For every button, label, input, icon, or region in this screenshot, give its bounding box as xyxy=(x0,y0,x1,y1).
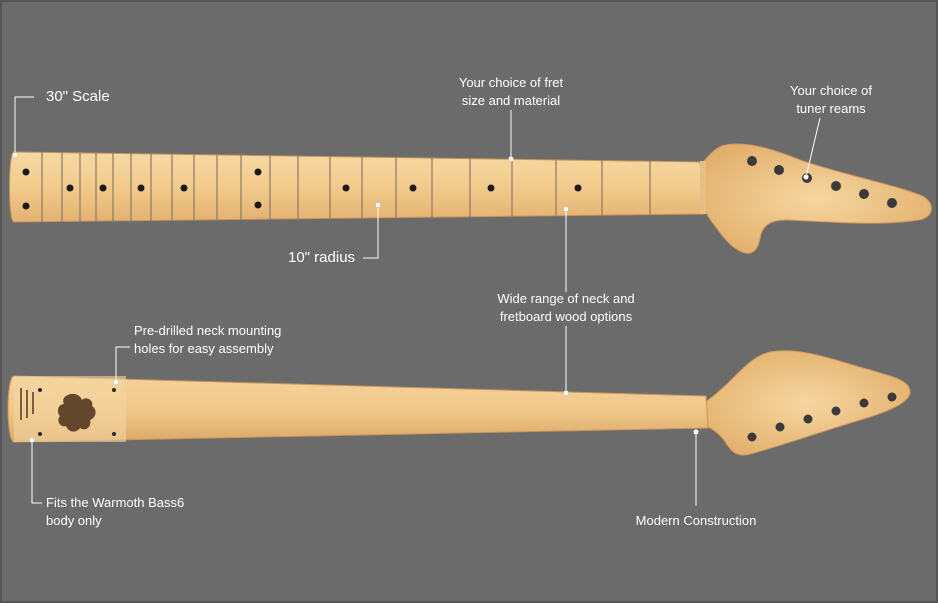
callout-wood: Wide range of neck and fretboard wood op… xyxy=(490,290,642,326)
scale-label: 30" Scale xyxy=(46,88,110,105)
fits-label-line-2: body only xyxy=(46,513,102,528)
nut xyxy=(700,161,706,214)
bottom-tuner-holes xyxy=(747,392,897,442)
mounting-holes xyxy=(38,388,116,436)
callout-scale: 30" Scale xyxy=(46,88,110,106)
callout-radius: 10" radius xyxy=(288,249,355,267)
top-fretboard xyxy=(9,151,705,223)
fret-label-line-1: Your choice of fret xyxy=(458,75,564,90)
radius-label: 10" radius xyxy=(288,249,356,266)
holes-label-line-1: Pre-drilled neck mounting xyxy=(134,323,282,338)
construction-label: Modern Construction xyxy=(635,513,757,528)
top-headstock xyxy=(699,143,932,254)
warmoth-logo-stamp xyxy=(57,393,96,432)
bottom-headstock xyxy=(699,350,911,456)
callout-holes: Pre-drilled neck mounting holes for easy… xyxy=(134,322,281,358)
frets xyxy=(41,152,651,222)
wood-label-line-2: fretboard wood options xyxy=(499,309,633,324)
inlay-dots xyxy=(22,168,582,210)
tuner-label-line-1: Your choice of xyxy=(790,83,872,98)
callout-fits: Fits the Warmoth Bass6 body only xyxy=(46,494,184,530)
callout-dots xyxy=(12,152,809,443)
callout-tuner: Your choice of tuner reams xyxy=(776,82,886,118)
callout-fret: Your choice of fret size and material xyxy=(445,74,577,110)
holes-label-line-2: holes for easy assembly xyxy=(134,341,274,356)
wood-label-line-1: Wide range of neck and xyxy=(497,291,635,306)
neck-back xyxy=(7,375,709,443)
heel-stamp-text xyxy=(20,388,34,420)
top-neck xyxy=(9,143,932,254)
callout-lines xyxy=(14,96,821,506)
callout-construction: Modern Construction xyxy=(630,512,762,530)
tuner-label-line-2: tuner reams xyxy=(796,101,866,116)
fret-label-line-2: size and material xyxy=(461,93,561,108)
fits-label-line-1: Fits the Warmoth Bass6 xyxy=(46,495,185,510)
bottom-neck xyxy=(7,350,911,456)
